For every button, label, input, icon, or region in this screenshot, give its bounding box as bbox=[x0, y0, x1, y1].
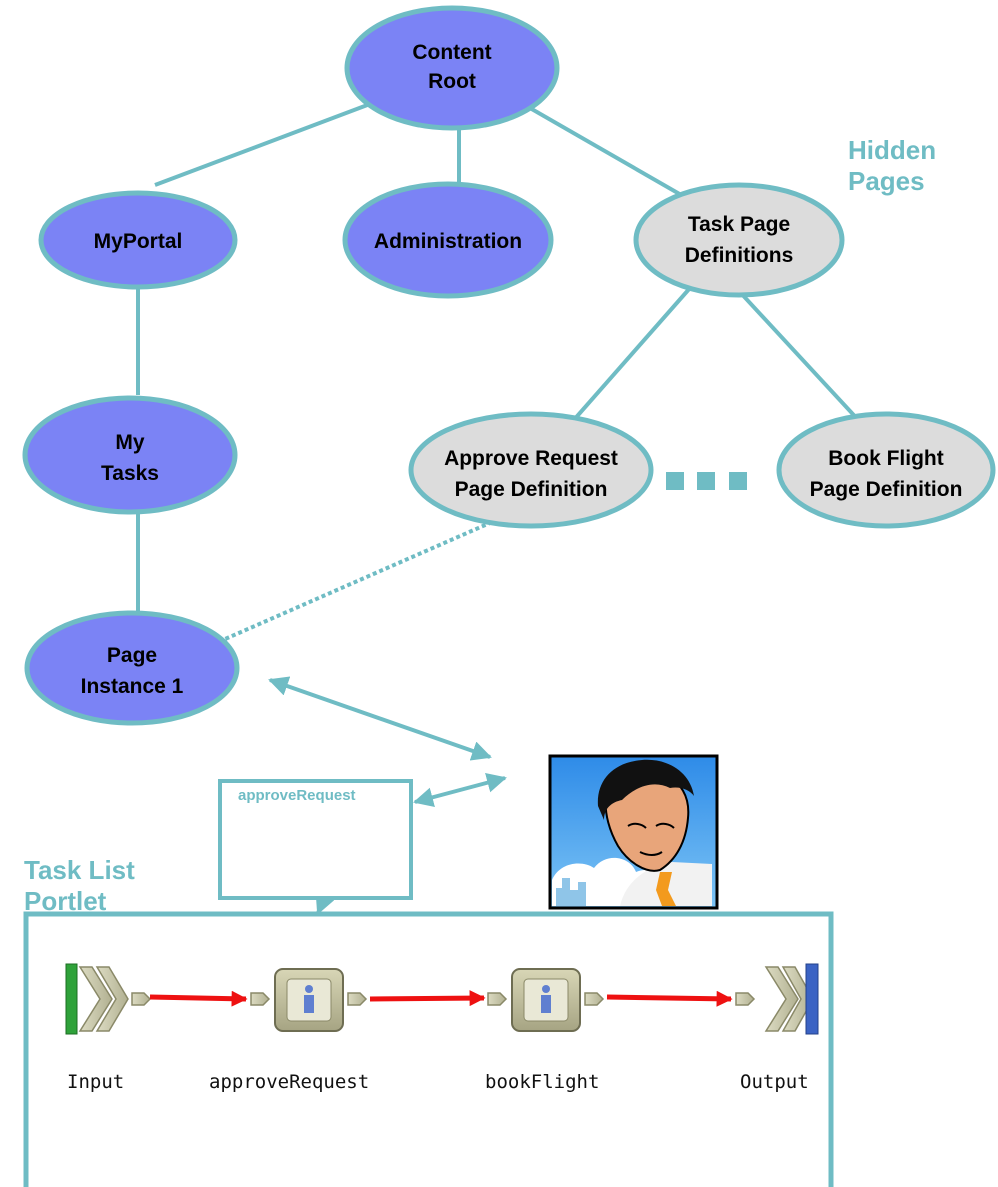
connector-terminals bbox=[131, 992, 756, 1006]
node-label-line: Page bbox=[107, 644, 157, 667]
node-content-root: Content Root bbox=[344, 5, 560, 131]
node-label-line: Book Flight bbox=[828, 447, 943, 470]
node-label-line: My bbox=[115, 431, 144, 454]
svg-text:Page Definition: Page Definition bbox=[455, 478, 608, 501]
output-end-icon[interactable] bbox=[764, 963, 819, 1035]
step-label-input: Input bbox=[67, 1071, 125, 1093]
node-task-page-definitions: Task Page Definitions bbox=[633, 182, 845, 298]
node-label-line: Page Definition bbox=[455, 478, 608, 501]
user-person-icon bbox=[305, 985, 313, 993]
label-line: Hidden bbox=[848, 135, 937, 165]
svg-text:Administration: Administration bbox=[374, 230, 522, 253]
node-label-line: Administration bbox=[374, 230, 522, 253]
svg-text:Tasks: Tasks bbox=[101, 462, 159, 485]
approve-request-task-icon[interactable] bbox=[274, 968, 344, 1032]
node-approve-request-page-definition: Approve Request Page Definition bbox=[408, 411, 654, 529]
node-label-line: Tasks bbox=[101, 462, 159, 485]
step-label-output: Output bbox=[740, 1071, 809, 1093]
node-label-line: Task Page bbox=[688, 213, 790, 236]
businessman-illustration bbox=[548, 754, 719, 910]
svg-text:Instance 1: Instance 1 bbox=[81, 675, 184, 698]
node-label-line: Instance 1 bbox=[81, 675, 184, 698]
book-flight-task-icon[interactable] bbox=[511, 968, 581, 1032]
flow-arrows bbox=[149, 990, 733, 1007]
node-label-line: Definitions bbox=[685, 244, 794, 267]
node-page-instance-1: Page Instance 1 bbox=[24, 610, 240, 726]
tree-connectors bbox=[136, 99, 864, 612]
node-label-line: Root bbox=[428, 70, 476, 93]
process-flow-panel bbox=[23, 911, 834, 1187]
svg-text:Root: Root bbox=[428, 70, 476, 93]
node-label-line: Page Definition bbox=[810, 478, 963, 501]
svg-text:MyPortal: MyPortal bbox=[94, 230, 183, 253]
step-label-approve-request: approveRequest bbox=[209, 1071, 370, 1093]
task-list-portlet-box[interactable] bbox=[218, 779, 413, 900]
label-line: Task List bbox=[24, 855, 135, 885]
node-my-tasks: My Tasks bbox=[22, 395, 238, 515]
svg-text:Content: Content bbox=[412, 41, 491, 64]
step-label-book-flight: bookFlight bbox=[485, 1071, 600, 1093]
svg-text:Definitions: Definitions bbox=[685, 244, 794, 267]
svg-text:Page: Page bbox=[107, 644, 157, 667]
svg-text:Book Flight: Book Flight bbox=[828, 447, 943, 470]
dotted-link bbox=[215, 506, 525, 645]
node-label-line: Content bbox=[412, 41, 491, 64]
label-line: Pages bbox=[848, 166, 925, 196]
svg-text:Task Page: Task Page bbox=[688, 213, 790, 236]
node-label-line: Approve Request bbox=[444, 447, 618, 470]
node-book-flight-page-definition: Book Flight Page Definition bbox=[776, 411, 996, 529]
label-line: Portlet bbox=[24, 886, 107, 916]
node-administration: Administration bbox=[342, 181, 554, 299]
node-myportal: MyPortal bbox=[38, 190, 238, 290]
ellipsis-squares bbox=[666, 472, 747, 490]
portlet-item-approve-request[interactable]: approveRequest bbox=[238, 787, 356, 804]
node-label-line: MyPortal bbox=[94, 230, 183, 253]
svg-text:Page Definition: Page Definition bbox=[810, 478, 963, 501]
task-list-portlet-label: Task List Portlet bbox=[24, 855, 135, 917]
svg-text:Approve Request: Approve Request bbox=[444, 447, 618, 470]
hidden-pages-label: Hidden Pages bbox=[848, 135, 936, 197]
svg-text:My: My bbox=[115, 431, 144, 454]
user-person-icon bbox=[542, 985, 550, 993]
input-start-icon[interactable] bbox=[65, 963, 129, 1035]
